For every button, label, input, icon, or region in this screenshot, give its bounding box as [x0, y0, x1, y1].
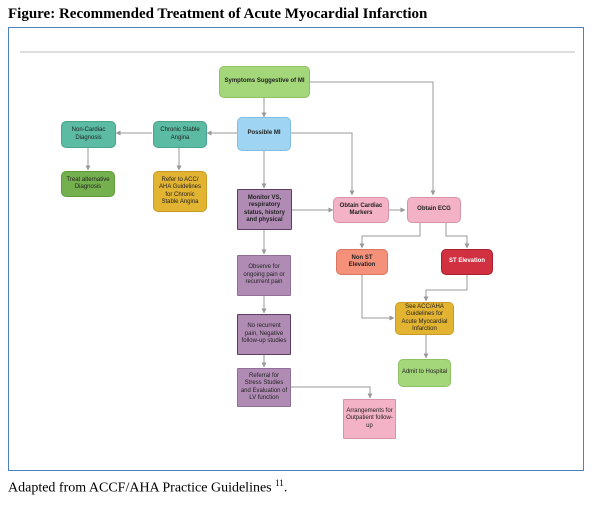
edge-referral-outpatient	[291, 386, 373, 399]
edge-ecg-nonst	[359, 222, 421, 249]
node-possible-mi: Possible MI	[237, 117, 291, 151]
node-cardiac-markers: Obtain Cardiac Markers	[333, 197, 389, 223]
edge-possible-markers	[291, 132, 355, 196]
caption-period: .	[283, 480, 288, 496]
node-referral: Referral for Stress Studies and Evaluati…	[237, 368, 291, 407]
node-st-elevation: ST Elevation	[441, 249, 493, 275]
node-refer-acc: Refer to ACC/ AHA Guidelines for Chronic…	[153, 171, 207, 212]
edge-st-seeacc	[423, 275, 468, 302]
edge-nonst-seeacc	[361, 275, 395, 321]
caption-reference: 11	[275, 478, 284, 488]
node-no-recurrent: No recurrent pain, Negative follow-up st…	[237, 314, 291, 355]
node-symptoms: Symptoms Suggestive of MI	[219, 66, 310, 98]
node-see-acc: See ACC/AHA Guidelines for Acute Myocard…	[395, 302, 454, 335]
node-chronic-angina: Chronic Stable Angina	[153, 121, 207, 148]
node-admit: Admit to Hospital	[398, 359, 451, 387]
node-observe: Observe for ongoing pain or recurrent pa…	[237, 255, 291, 296]
node-outpatient: Arrangements for Outpatient follow-up	[343, 399, 396, 439]
node-non-cardiac: Non-Cardiac Diagnosis	[61, 121, 116, 148]
node-monitor: Monitor VS, respiratory status, history …	[237, 189, 292, 230]
node-treat-alternative: Treat alternative Diagnosis	[61, 171, 115, 197]
figure-title: Figure: Recommended Treatment of Acute M…	[8, 6, 428, 22]
node-non-st: Non ST Elevation	[336, 249, 388, 275]
figure-caption: Adapted from ACCF/AHA Practice Guideline…	[8, 478, 287, 497]
edge-symptoms-ecg	[310, 81, 436, 196]
caption-text: Adapted from ACCF/AHA Practice Guideline…	[8, 480, 276, 496]
edge-ecg-st	[445, 222, 470, 249]
node-obtain-ecg: Obtain ECG	[407, 197, 461, 223]
